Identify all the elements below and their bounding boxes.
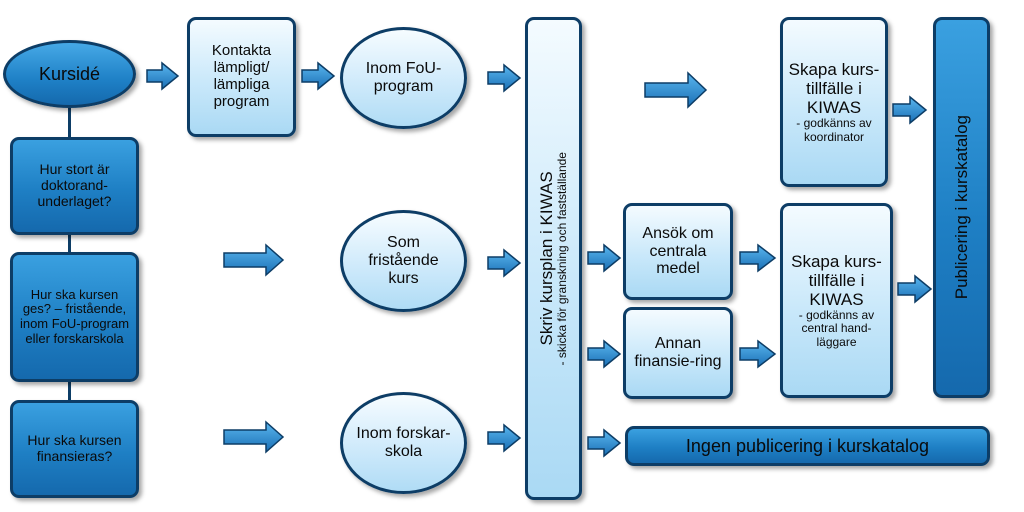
question-underlag-node: Hur stort är doktorand-underlaget? <box>10 137 139 235</box>
kontakta-program-node: Kontakta lämpligt/ lämpliga program <box>187 17 296 137</box>
kontakta-program-label: Kontakta lämpligt/ lämpliga program <box>211 42 272 110</box>
annan-finansiering-label: Annan finansie-ring <box>634 335 722 370</box>
arrow-right-icon <box>223 420 285 454</box>
question-finans-node: Hur ska kursen finansieras? <box>10 400 139 498</box>
inom-fou-node: Inom FoU-program <box>340 27 467 129</box>
question-finans-label: Hur ska kursen finansieras? <box>27 432 122 464</box>
arrow-right-icon <box>587 339 622 369</box>
forskarskola-node: Inom forskar-skola <box>340 392 467 494</box>
arrow-right-icon <box>487 248 522 278</box>
forskarskola-label: Inom forskar-skola <box>356 425 451 460</box>
arrow-right-icon <box>487 63 522 93</box>
skapa-kurstillfalle-1-sublabel: - godkänns av koordinator <box>796 116 872 144</box>
fristaende-label: Som fristående kurs <box>368 234 439 287</box>
arrow-right-icon <box>146 61 180 91</box>
arrow-right-icon <box>739 339 777 369</box>
arrow-right-icon <box>223 243 285 277</box>
skapa-kurstillfalle-handlaggare-node: Skapa kurs-tillfälle i KIWAS - godkänns … <box>780 203 893 398</box>
arrow-right-icon <box>739 243 777 273</box>
annan-finansiering-node: Annan finansie-ring <box>623 307 733 399</box>
publicering-kurskatalog-node: Publicering i kurskatalog <box>933 17 990 398</box>
ingen-publicering-label: Ingen publicering i kurskatalog <box>685 435 930 456</box>
fristaende-node: Som fristående kurs <box>340 210 467 312</box>
question-underlag-label: Hur stort är doktorand-underlaget? <box>37 161 112 209</box>
question-ges-label: Hur ska kursen ges? – fristående, inom F… <box>19 286 130 346</box>
arrow-right-icon <box>587 428 622 458</box>
skapa-kurstillfalle-koordinator-node: Skapa kurs-tillfälle i KIWAS - godkänns … <box>780 17 888 187</box>
question-ges-node: Hur ska kursen ges? – fristående, inom F… <box>10 252 139 382</box>
skapa-kurstillfalle-2-sublabel: - godkänns av central hand-läggare <box>798 307 875 349</box>
kurside-node: Kursidé <box>3 40 136 108</box>
ansok-centrala-medel-label: Ansök om centrala medel <box>642 224 714 278</box>
arrow-right-icon <box>897 274 933 304</box>
arrow-right-icon <box>644 71 708 109</box>
ansok-centrala-medel-node: Ansök om centrala medel <box>623 203 733 300</box>
ingen-publicering-node: Ingen publicering i kurskatalog <box>625 426 990 466</box>
arrow-right-icon <box>301 61 336 91</box>
kurside-label: Kursidé <box>38 63 101 84</box>
inom-fou-label: Inom FoU-program <box>365 60 442 95</box>
arrow-right-icon <box>892 95 928 125</box>
skriv-kursplan-node: Skriv kursplan i KIWAS - skicka för gran… <box>525 17 582 500</box>
arrow-right-icon <box>587 243 622 273</box>
skapa-kurstillfalle-1-label: Skapa kurs-tillfälle i KIWAS <box>788 60 880 118</box>
skapa-kurstillfalle-2-label: Skapa kurs-tillfälle i KIWAS <box>791 251 882 309</box>
arrow-right-icon <box>487 423 522 453</box>
